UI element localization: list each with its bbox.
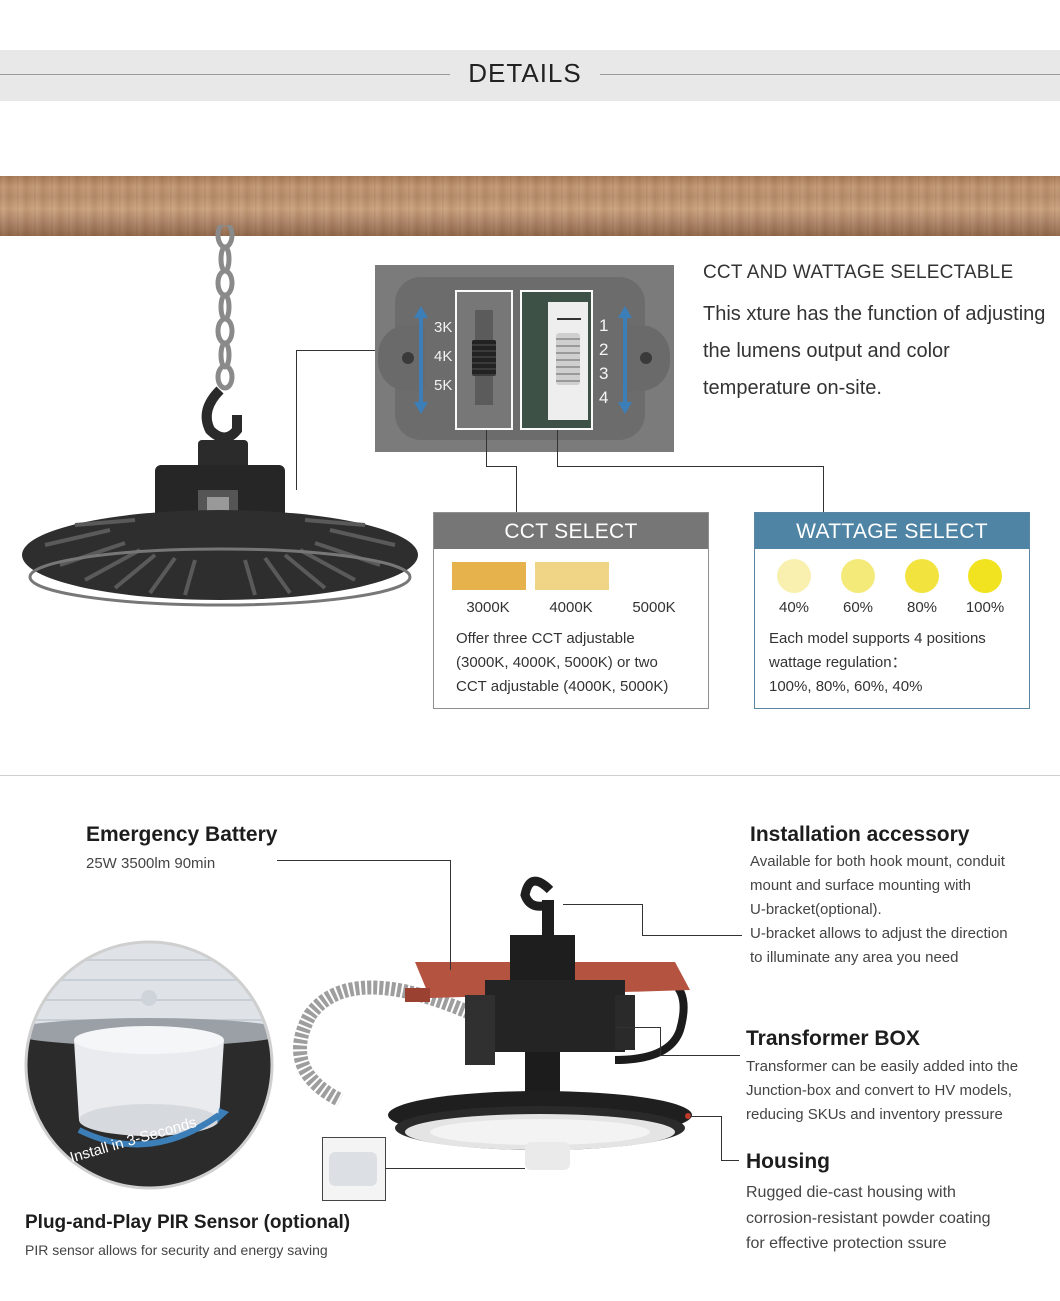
dial-marker — [557, 318, 581, 320]
housing-line: for effective protection ssure — [746, 1235, 947, 1252]
cct-label: 3000K — [466, 599, 510, 616]
screw-hole-icon — [640, 352, 652, 364]
connector-line — [486, 466, 516, 467]
wattage-position-label: 4 — [599, 388, 609, 407]
wood-grain — [0, 176, 1060, 236]
wood-beam — [0, 176, 1060, 236]
callout-line — [563, 904, 643, 905]
connector-line — [557, 430, 558, 466]
section-divider — [0, 775, 1060, 776]
wattage-position-label: 2 — [599, 340, 609, 359]
cct-swatch-5000k — [618, 562, 692, 590]
cct-position-label: 5K — [434, 377, 453, 394]
cct-description-line: CCT adjustable (4000K, 5000K) — [456, 678, 669, 695]
transformer-line: Transformer can be easily added into the — [746, 1058, 1019, 1075]
accessory-line: to illuminate any area you need — [750, 949, 959, 966]
callout-line — [277, 860, 450, 861]
cct-select-box: CCT SELECT 3000K 4000K 5000K Offer three… — [433, 512, 709, 709]
housing-title: Housing — [746, 1150, 830, 1173]
cct-description-line: Offer three CCT adjustable — [456, 630, 635, 647]
callout-line — [450, 860, 451, 970]
selector-description: This xture has the function of adjusting… — [703, 303, 1046, 399]
connector-line — [296, 350, 376, 351]
sensor-thumbnail — [322, 1137, 386, 1201]
wattage-description-line: 100%, 80%, 60%, 40% — [769, 678, 923, 695]
accessory-line: U-bracket(optional). — [750, 901, 882, 918]
cct-switch-knob — [472, 340, 496, 376]
sensor-thumb-body — [329, 1152, 377, 1186]
cct-box-title: CCT SELECT — [434, 513, 708, 549]
connector-line — [486, 430, 487, 466]
screw-hole-icon — [402, 352, 414, 364]
section-title: DETAILS — [450, 58, 600, 89]
housing-line: Rugged die-cast housing with — [746, 1184, 956, 1201]
transformer-line: Junction-box and convert to HV models, — [746, 1082, 1012, 1099]
sensor-text: PIR sensor allows for security and energ… — [25, 1242, 328, 1258]
connector-line — [516, 466, 517, 512]
connector-line — [296, 350, 297, 490]
wattage-position-label: 1 — [599, 316, 609, 335]
transformer-title: Transformer BOX — [746, 1027, 920, 1050]
wattage-dial — [556, 333, 580, 385]
cct-swatch-3000k — [452, 562, 526, 590]
cct-position-label: 3K — [434, 319, 453, 336]
wattage-position-label: 3 — [599, 364, 609, 383]
wattage-dot-60 — [841, 559, 875, 593]
callout-line — [690, 1116, 722, 1117]
battery-title: Emergency Battery — [86, 823, 278, 846]
callout-line — [660, 1055, 740, 1056]
cct-position-label: 4K — [434, 348, 453, 365]
band-rule-left — [0, 74, 450, 75]
callout-line — [642, 904, 643, 936]
callout-line — [721, 1160, 739, 1161]
accessory-title: Installation accessory — [750, 823, 970, 846]
callout-line — [642, 935, 742, 936]
connector-line — [557, 466, 823, 467]
connector-line — [823, 466, 824, 512]
band-rule-right — [600, 74, 1060, 75]
wattage-description-line: Each model supports 4 positions — [769, 630, 986, 647]
wattage-description-line: wattage regulation： — [769, 654, 907, 671]
sensor-title: Plug-and-Play PIR Sensor (optional) — [25, 1212, 351, 1233]
fixture-hanging-image — [22, 225, 418, 607]
cct-description-line: (3000K, 4000K, 5000K) or two — [456, 654, 658, 671]
wattage-label: 40% — [778, 599, 810, 616]
accessory-line: U-bracket allows to adjust the direction — [750, 925, 1008, 942]
wattage-dot-100 — [968, 559, 1002, 593]
cct-label: 4000K — [549, 599, 593, 616]
transformer-line: reducing SKUs and inventory pressure — [746, 1106, 1003, 1123]
accessory-line: mount and surface mounting with — [750, 877, 971, 894]
wattage-box-title: WATTAGE SELECT — [755, 513, 1029, 549]
cct-swatch-4000k — [535, 562, 609, 590]
fixture-product-image — [293, 876, 692, 1170]
wattage-select-box: WATTAGE SELECT 40% 60% 80% 100% Each mod… — [754, 512, 1030, 709]
battery-text: 25W 3500lm 90min — [86, 855, 216, 872]
wattage-label: 80% — [906, 599, 938, 616]
wattage-dot-80 — [905, 559, 939, 593]
cct-arrow-icon — [414, 306, 428, 414]
housing-line: corrosion-resistant powder coating — [746, 1210, 991, 1227]
callout-line — [660, 1027, 661, 1055]
callout-line — [721, 1116, 722, 1161]
chain-icon — [215, 225, 235, 391]
selector-heading: CCT AND WATTAGE SELECTABLE — [703, 262, 1014, 283]
wattage-arrow-icon — [618, 306, 632, 414]
accessory-line: Available for both hook mount, conduit — [750, 853, 1005, 870]
callout-line — [617, 1027, 661, 1028]
sensor-closeup-image — [24, 940, 274, 1190]
callout-line — [385, 1168, 525, 1169]
wattage-label: 100% — [965, 599, 1005, 616]
cct-label: 5000K — [632, 599, 676, 616]
wattage-dot-40 — [777, 559, 811, 593]
wattage-label: 60% — [842, 599, 874, 616]
